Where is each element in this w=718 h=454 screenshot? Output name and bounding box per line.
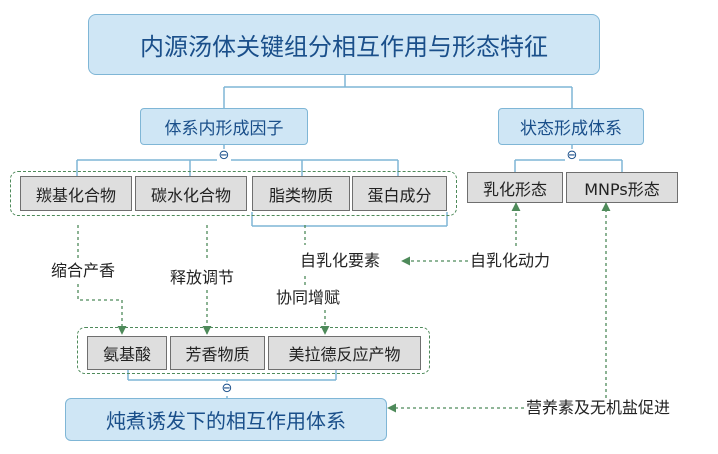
collapse-bottom-icon[interactable]: ⊖: [220, 381, 234, 396]
product-amino-acid[interactable]: 氨基酸: [87, 336, 167, 370]
main-title: 内源汤体关键组分相互作用与形态特征: [88, 14, 600, 75]
label-nutrients: 营养素及无机盐促进: [526, 398, 671, 418]
collapse-right-icon[interactable]: ⊖: [565, 148, 579, 163]
bottom-title: 炖煮诱发下的相互作用体系: [65, 398, 387, 441]
label-self-emulsifying-power: 自乳化动力: [470, 251, 551, 271]
branch-state-system[interactable]: 状态形成体系: [498, 108, 644, 145]
state-emulsion[interactable]: 乳化形态: [467, 172, 563, 203]
branch-internal-factors[interactable]: 体系内形成因子: [140, 108, 308, 145]
label-self-emulsifying-factor: 自乳化要素: [300, 251, 381, 271]
factor-protein[interactable]: 蛋白成分: [352, 176, 447, 211]
label-synergy: 协同增赋: [276, 288, 341, 308]
arrow-condensation: [77, 284, 127, 335]
factor-carbohydrate[interactable]: 碳水化合物: [135, 176, 247, 211]
factor-carbonyl[interactable]: 羰基化合物: [20, 176, 132, 211]
collapse-left-icon[interactable]: ⊖: [217, 148, 231, 163]
products-group-frame: [77, 327, 430, 374]
factors-group-frame: [10, 171, 457, 216]
factor-lipid[interactable]: 脂类物质: [252, 176, 350, 211]
state-mnps[interactable]: MNPs形态: [566, 172, 678, 203]
label-condensation: 缩合产香: [51, 261, 116, 281]
product-aroma[interactable]: 芳香物质: [170, 336, 265, 370]
label-release: 释放调节: [170, 268, 235, 288]
product-maillard[interactable]: 美拉德反应产物: [268, 336, 421, 370]
tree-connectors: [76, 75, 623, 398]
